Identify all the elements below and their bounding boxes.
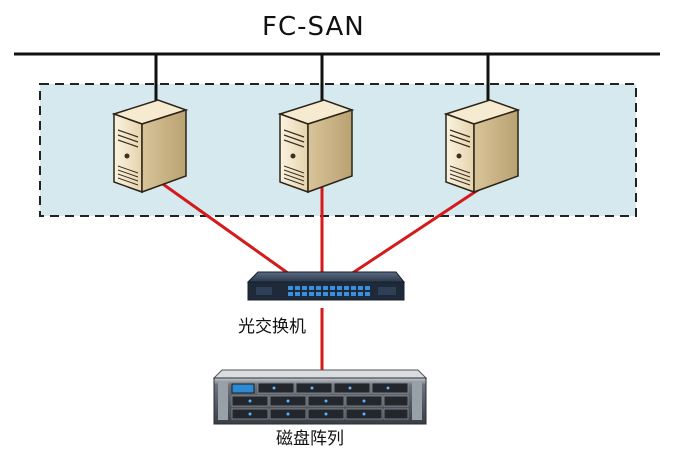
fibre-switch-icon [246,271,406,301]
storage-label: 磁盘阵列 [276,429,344,449]
server-tower-icon [279,99,353,193]
server-tower-icon [113,99,187,193]
fibre-link-3 [347,180,491,278]
diagram-title: FC-SAN [262,12,365,42]
switch-label: 光交换机 [238,317,306,337]
disk-array-icon [212,369,428,425]
server-tower-icon [445,99,519,193]
fibre-link-1 [159,180,293,278]
